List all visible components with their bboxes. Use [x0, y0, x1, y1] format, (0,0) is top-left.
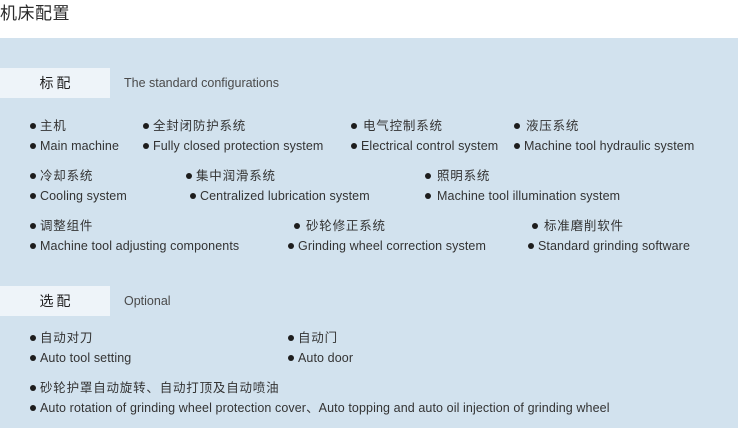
config-item-cn: 照明系统: [425, 166, 620, 186]
config-item-cn: 调整组件: [30, 216, 239, 236]
config-item-cn: 标准磨削软件: [532, 216, 690, 236]
config-item-cn: 电气控制系统: [351, 116, 498, 136]
bullet-icon: [528, 243, 534, 249]
config-item: 自动对刀 Auto tool setting: [30, 328, 131, 368]
page-title: 机床配置: [0, 4, 70, 23]
bullet-icon: [288, 335, 294, 341]
section-subtitle-standard: The standard configurations: [124, 76, 279, 90]
config-item: 自动门 Auto door: [288, 328, 353, 368]
config-item-cn: 主机: [30, 116, 119, 136]
config-item-en: Machine tool illumination system: [425, 186, 620, 206]
config-item-cn: 冷却系统: [30, 166, 127, 186]
bullet-icon: [30, 385, 36, 391]
config-item-cn: 砂轮护罩自动旋转、自动打顶及自动喷油: [30, 378, 610, 398]
config-item-en: Auto rotation of grinding wheel protecti…: [30, 398, 610, 418]
config-item-en: Auto tool setting: [30, 348, 131, 368]
config-item: 砂轮护罩自动旋转、自动打顶及自动喷油 Auto rotation of grin…: [30, 378, 610, 418]
config-item-en: Fully closed protection system: [143, 136, 323, 156]
config-item-en: Electrical control system: [351, 136, 498, 156]
config-item-en: Machine tool hydraulic system: [514, 136, 694, 156]
bullet-icon: [532, 223, 538, 229]
bullet-icon: [30, 355, 36, 361]
bullet-icon: [351, 123, 357, 129]
bullet-icon: [514, 123, 520, 129]
bullet-icon: [425, 173, 431, 179]
bullet-icon: [288, 355, 294, 361]
bullet-icon: [30, 335, 36, 341]
machine-configuration-panel: 标配 The standard configurations 主机 Main m…: [0, 38, 738, 428]
config-item: 砂轮修正系统 Grinding wheel correction system: [288, 216, 486, 256]
config-item: 集中润滑系统 Centralized lubrication system: [186, 166, 370, 206]
config-item-cn: 全封闭防护系统: [143, 116, 323, 136]
bullet-icon: [30, 223, 36, 229]
config-item-cn: 自动对刀: [30, 328, 131, 348]
config-item-en: Machine tool adjusting components: [30, 236, 239, 256]
bullet-icon: [190, 193, 196, 199]
bullet-icon: [143, 143, 149, 149]
config-item: 调整组件 Machine tool adjusting components: [30, 216, 239, 256]
config-item-en: Cooling system: [30, 186, 127, 206]
bullet-icon: [294, 223, 300, 229]
config-item-cn: 液压系统: [514, 116, 694, 136]
section-subtitle-optional: Optional: [124, 294, 171, 308]
config-item: 液压系统 Machine tool hydraulic system: [514, 116, 694, 156]
config-item-en: Auto door: [288, 348, 353, 368]
bullet-icon: [30, 143, 36, 149]
section-badge-standard: 标配: [0, 68, 110, 98]
config-item: 主机 Main machine: [30, 116, 119, 156]
bullet-icon: [288, 243, 294, 249]
bullet-icon: [425, 193, 431, 199]
bullet-icon: [351, 143, 357, 149]
config-item-en: Centralized lubrication system: [190, 186, 370, 206]
bullet-icon: [30, 193, 36, 199]
config-item-cn: 集中润滑系统: [186, 166, 370, 186]
section-badge-optional: 选配: [0, 286, 110, 316]
config-item: 冷却系统 Cooling system: [30, 166, 127, 206]
bullet-icon: [30, 173, 36, 179]
config-item-cn: 砂轮修正系统: [294, 216, 486, 236]
config-item-en: Main machine: [30, 136, 119, 156]
bullet-icon: [30, 405, 36, 411]
bullet-icon: [514, 143, 520, 149]
config-item-en: Grinding wheel correction system: [288, 236, 486, 256]
bullet-icon: [143, 123, 149, 129]
config-item: 标准磨削软件 Standard grinding software: [528, 216, 690, 256]
bullet-icon: [30, 243, 36, 249]
config-item-en: Standard grinding software: [528, 236, 690, 256]
bullet-icon: [186, 173, 192, 179]
config-item-cn: 自动门: [288, 328, 353, 348]
config-item: 照明系统 Machine tool illumination system: [425, 166, 620, 206]
bullet-icon: [30, 123, 36, 129]
config-item: 电气控制系统 Electrical control system: [351, 116, 498, 156]
config-item: 全封闭防护系统 Fully closed protection system: [143, 116, 323, 156]
